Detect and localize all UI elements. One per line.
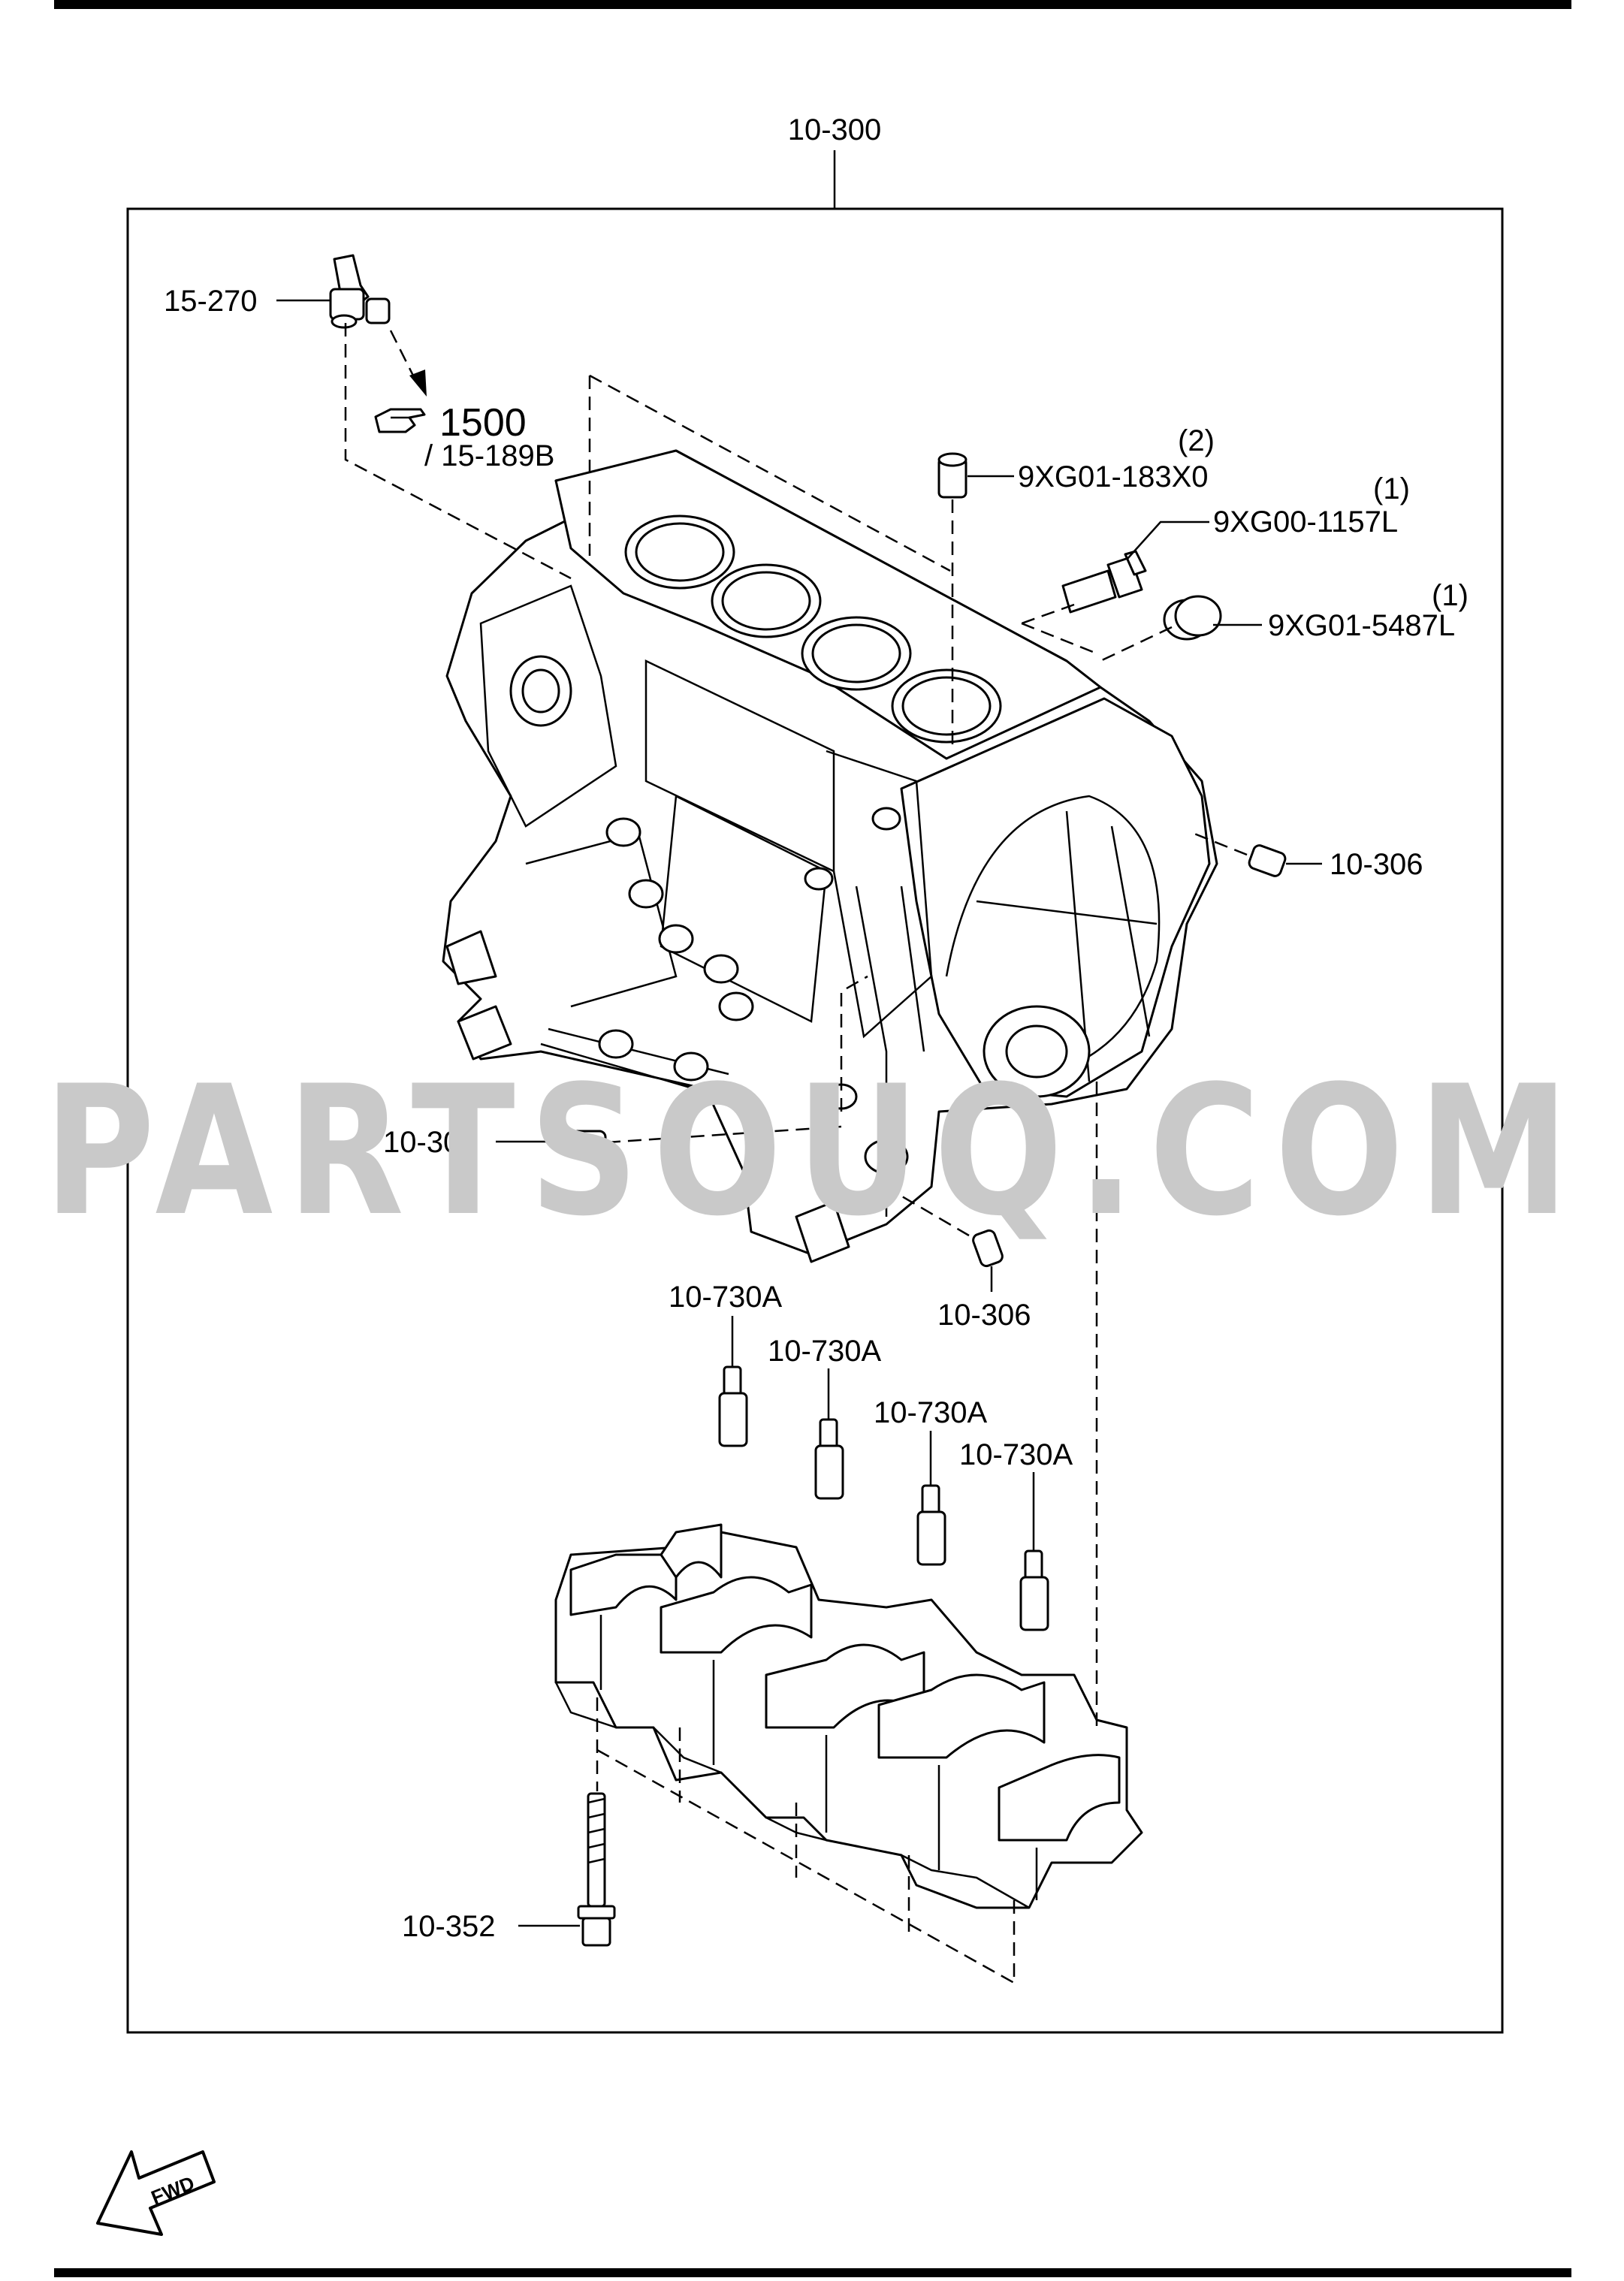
part-10-352-bolt[interactable] <box>577 1792 616 1947</box>
callout-10-730a-3[interactable]: 10-730A <box>874 1396 988 1429</box>
callout-9xg01-183x0-qty: (2) <box>1178 424 1215 457</box>
watermark: PARTSOUQ.COM <box>44 1048 1583 1256</box>
reference-number[interactable]: 1500 <box>439 401 527 445</box>
callout-10-730a-1[interactable]: 10-730A <box>669 1281 783 1314</box>
part-9xg01-5487l-cap[interactable] <box>1163 595 1222 641</box>
part-15-270-fitting[interactable] <box>329 254 391 329</box>
callout-10-730a-2[interactable]: 10-730A <box>768 1335 882 1368</box>
part-10-730a-bolt-4[interactable] <box>1019 1549 1049 1631</box>
part-10-306-dowel-bottom[interactable] <box>971 1229 1004 1268</box>
bottom-rule <box>54 2268 1571 2277</box>
pointing-hand-icon <box>374 408 426 433</box>
callout-10-306-right[interactable]: 10-306 <box>1330 848 1423 881</box>
part-10-306-dowel-right[interactable] <box>1248 843 1287 877</box>
assembly-guide-lines <box>344 323 1248 1984</box>
assembly-label[interactable]: 10-300 <box>788 113 882 146</box>
callout-10-352[interactable]: 10-352 <box>402 1910 496 1943</box>
assembly-frame <box>126 150 1504 2034</box>
reference-arrow <box>389 330 427 397</box>
leader-lines <box>276 299 1322 1927</box>
part-10-730a-bolt-1[interactable] <box>718 1365 748 1447</box>
fwd-arrow-icon: FWD <box>96 2150 216 2236</box>
part-9xg01-183x0-dowel[interactable] <box>937 452 967 499</box>
part-10-306-dowel-left[interactable] <box>569 1130 607 1155</box>
callout-9xg01-5487l-qty: (1) <box>1432 579 1469 612</box>
part-10-730a-bolt-3[interactable] <box>916 1484 946 1566</box>
callout-9xg00-1157l-qty: (1) <box>1373 472 1410 505</box>
main-bearing-cap-assembly[interactable] <box>554 1523 1143 1909</box>
callout-9xg00-1157l[interactable]: 9XG00-1157L <box>1213 505 1398 539</box>
top-rule <box>54 0 1571 9</box>
callout-10-306-bottom[interactable]: 10-306 <box>937 1299 1031 1332</box>
reference-sub[interactable]: / 15-189B <box>424 439 554 472</box>
callout-15-270[interactable]: 15-270 <box>164 285 258 318</box>
part-10-730a-bolt-2[interactable] <box>814 1418 844 1500</box>
part-9xg00-1157l-plug[interactable] <box>1061 550 1147 614</box>
cylinder-block[interactable] <box>442 449 1218 1263</box>
callout-10-306-left[interactable]: 10-306 <box>383 1126 477 1159</box>
callout-10-730a-4[interactable]: 10-730A <box>959 1438 1073 1471</box>
callout-9xg01-183x0[interactable]: 9XG01-183X0 <box>1018 460 1209 493</box>
callout-9xg01-5487l[interactable]: 9XG01-5487L <box>1268 609 1455 642</box>
